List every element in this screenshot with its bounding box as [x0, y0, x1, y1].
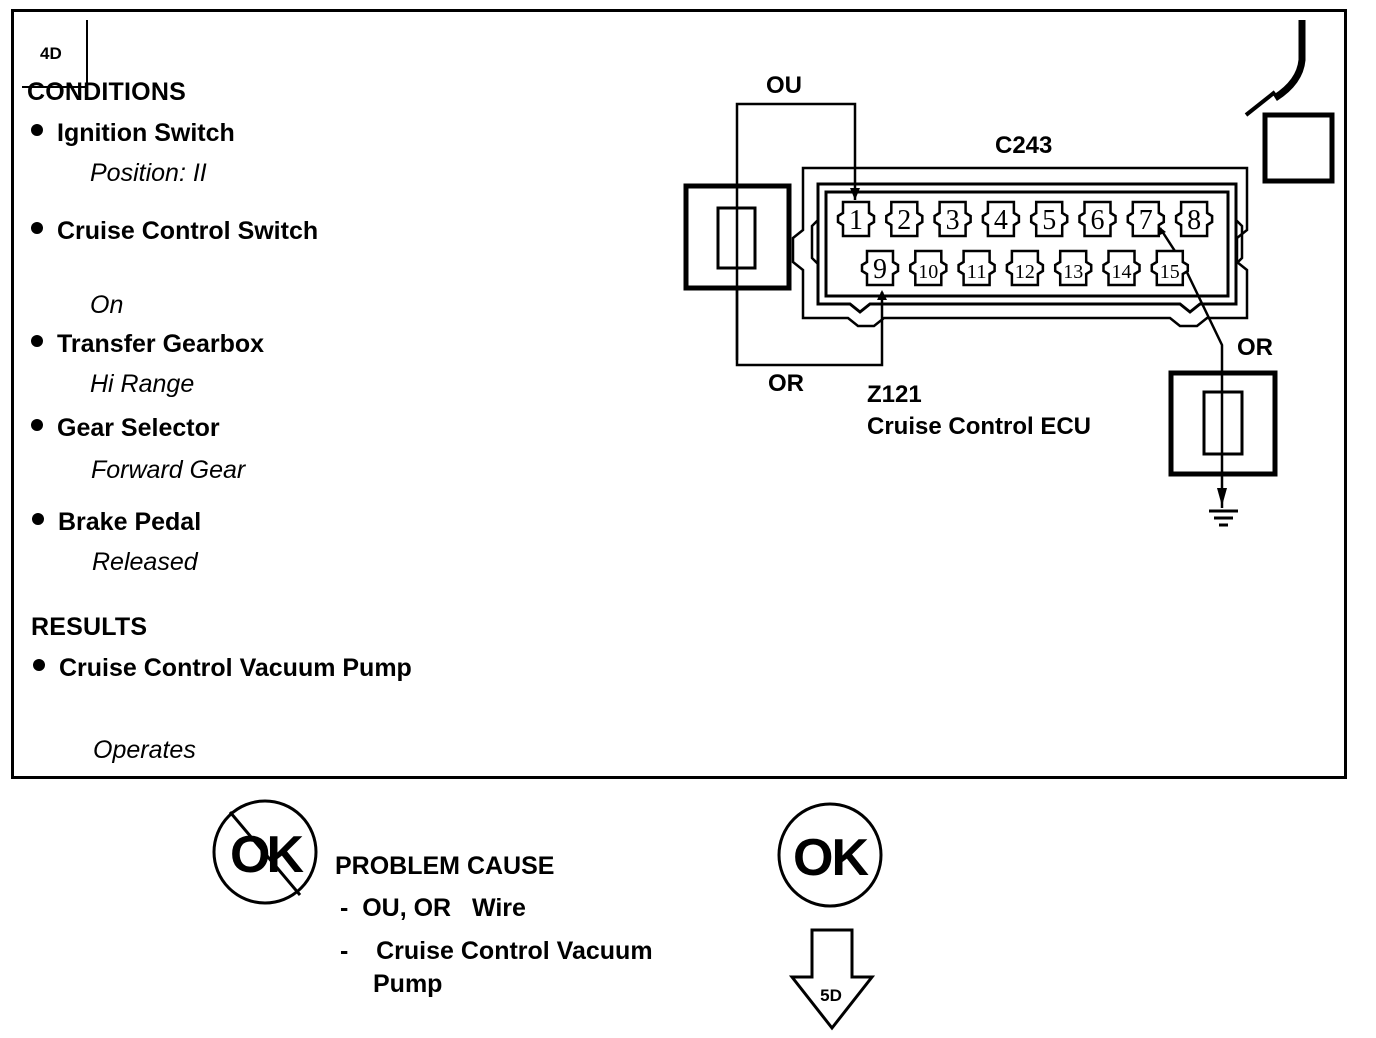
problem-cause-item: - Cruise Control Vacuum [340, 937, 653, 965]
bullet-icon [31, 222, 43, 235]
pin-arrow-icon [877, 290, 887, 300]
pin-number: 14 [1112, 261, 1132, 283]
pin-number: 6 [1091, 205, 1105, 236]
next-step-label[interactable]: 5D [820, 986, 842, 1005]
wire-right-label: OR [1237, 334, 1273, 361]
connector-pin-15: 15 [1150, 249, 1190, 287]
connector-pin-6: 6 [1078, 200, 1117, 238]
connector-pin-11: 11 [957, 249, 996, 287]
condition-item: Transfer Gearbox [31, 330, 264, 359]
pin-number: 3 [946, 205, 960, 236]
connector-pin-2: 2 [885, 200, 924, 238]
connector-pin-8: 8 [1174, 200, 1214, 238]
pin-number: 12 [1015, 261, 1035, 283]
condition-item: Brake Pedal [32, 508, 201, 537]
step-id-box: 4D [22, 20, 88, 88]
ok-label: OK [793, 829, 869, 887]
wire-or-right [1180, 261, 1224, 508]
connector-pin-9: 9 [860, 249, 900, 287]
connector-pin-10: 10 [909, 249, 948, 287]
ground-arrow-icon [1217, 488, 1227, 506]
bullet-icon [31, 124, 43, 137]
probe-lead [1273, 20, 1306, 101]
connector-pin-1: 1 [836, 200, 876, 238]
bullet-icon [32, 513, 44, 526]
pin-number: 4 [994, 205, 1008, 236]
condition-state: Released [92, 548, 198, 576]
not-ok-slash [228, 811, 302, 896]
meter-right-window [1202, 390, 1244, 456]
condition-item: Cruise Control Switch [31, 217, 318, 246]
connector-pin-7: 7 [1126, 200, 1166, 238]
component-name-label: Cruise Control ECU [867, 413, 1092, 440]
wire-bottom-label: OR [768, 370, 804, 397]
result-state: Operates [93, 736, 196, 764]
connector-face [824, 190, 1230, 298]
probe-tip [1244, 90, 1277, 117]
condition-item: Ignition Switch [31, 119, 235, 148]
connector-id-label: C243 [995, 132, 1053, 159]
condition-state: Forward Gear [91, 456, 246, 484]
pin-number: 5 [1042, 205, 1056, 236]
pin-number: 2 [897, 205, 911, 236]
connector-pin-4: 4 [981, 200, 1021, 238]
pin-arrow-icon [850, 188, 860, 200]
problem-cause-heading: PROBLEM CAUSE [335, 852, 555, 880]
meter-right-top-box [1262, 112, 1335, 184]
step-id: 4D [40, 44, 62, 63]
problem-cause-item: - OU, OR Wire [340, 894, 526, 922]
wire-ou [735, 102, 857, 360]
not-ok-label: OK [230, 826, 304, 884]
wire-or-bottom [735, 288, 884, 367]
connector-pin-12: 12 [1005, 249, 1045, 287]
next-step-arrow-icon [788, 928, 876, 1031]
pin-number: 1 [849, 205, 863, 236]
bullet-icon [31, 335, 43, 348]
component-id-label: Z121 [867, 381, 922, 408]
bullet-icon [31, 419, 43, 432]
conditions-heading: CONDITIONS [27, 78, 186, 106]
condition-state: Position: II [90, 159, 207, 187]
ok-circle [777, 802, 883, 908]
condition-item: Gear Selector [31, 414, 220, 443]
result-item: Cruise Control Vacuum Pump [33, 654, 412, 683]
pin-number: 10 [918, 261, 938, 283]
connector-pin-5: 5 [1029, 200, 1069, 238]
pin-number: 13 [1063, 261, 1083, 283]
pin-number: 11 [967, 261, 987, 283]
pin-number: 15 [1160, 261, 1180, 283]
bullet-icon [33, 659, 45, 672]
results-heading: RESULTS [31, 613, 148, 641]
wire-top-label: OU [766, 72, 802, 99]
test-step-panel: 4D [11, 9, 1347, 779]
pin-number: 9 [873, 254, 887, 285]
pin-number: 8 [1187, 205, 1201, 236]
problem-cause-item-cont: Pump [373, 970, 443, 998]
connector-pin-3: 3 [933, 200, 972, 238]
not-ok-circle [212, 799, 318, 905]
condition-state: Hi Range [90, 370, 195, 398]
condition-state: On [90, 291, 124, 319]
pin-number: 7 [1139, 205, 1153, 236]
meter-right-box [1168, 370, 1278, 477]
connector-pin-13: 13 [1053, 249, 1093, 287]
connector-pin-14: 14 [1102, 249, 1141, 287]
